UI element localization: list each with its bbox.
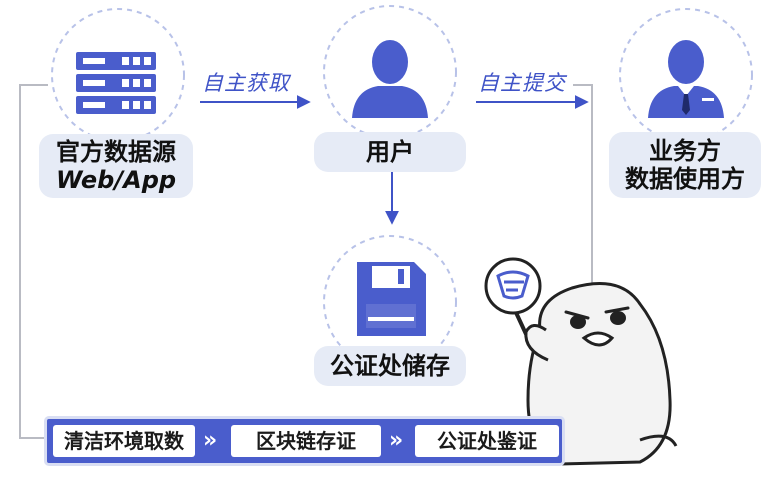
edge-label-source-to-user: 自主获取 [198, 70, 294, 96]
source-node-label: 官方数据源 Web/App [39, 134, 193, 198]
pipeline-chevron-icon: » [203, 428, 218, 453]
left-return-line [19, 84, 48, 439]
shield-logo-icon [484, 257, 542, 315]
source-subtitle: Web/App [55, 166, 177, 194]
server-rack-icon [76, 52, 156, 114]
business-person-icon [648, 40, 724, 118]
notary-name: 公证处储存 [330, 352, 450, 380]
pipeline-step-blockchain: 区块链存证 [231, 425, 381, 457]
user-name: 用户 [366, 138, 414, 166]
edge-label-user-to-business: 自主提交 [474, 70, 570, 96]
user-node-label: 用户 [314, 132, 466, 172]
user-silhouette-icon [352, 40, 428, 118]
business-node-label: 业务方 数据使用方 [609, 132, 761, 198]
right-drop-line [573, 84, 593, 300]
pipeline-chevron-icon: » [389, 428, 404, 453]
business-subtitle: 数据使用方 [625, 165, 745, 193]
business-name: 业务方 [649, 137, 721, 165]
source-name: 官方数据源 [56, 138, 176, 166]
floppy-disk-icon [357, 262, 426, 336]
pipeline-bar: 清洁环境取数 » 区块链存证 » 公证处鉴证 [44, 416, 565, 466]
pipeline-step-clean-fetch: 清洁环境取数 [53, 425, 195, 457]
notary-node-label: 公证处储存 [314, 346, 466, 386]
pipeline-step-notary-verify: 公证处鉴证 [415, 425, 559, 457]
